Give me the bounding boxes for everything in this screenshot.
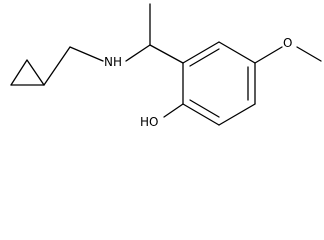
atom-label-methoxy-o: O <box>283 36 292 50</box>
atom-label-nh: NH <box>104 55 122 69</box>
bond-o-to-methyl <box>296 46 322 62</box>
bond-cyclopropyl-left <box>10 59 28 86</box>
bond-ch2-to-nh <box>69 46 104 62</box>
atom-label-hydroxyl: HO <box>140 115 158 129</box>
benzene-ring <box>182 41 256 126</box>
bond-ring-c2-c3 <box>218 41 256 64</box>
bond-ring-to-ch2 <box>43 46 71 86</box>
bond-ring-c5-c6 <box>182 103 220 126</box>
bond-ring-to-o <box>254 46 283 64</box>
bond-ring-double-1 <box>189 48 220 67</box>
bond-nh-to-ch <box>125 44 151 62</box>
bond-ring-c4-c5 <box>218 103 256 126</box>
structure-canvas: NH O HO <box>10 3 322 129</box>
bond-ring-c1-c2 <box>182 41 220 64</box>
bond-ring-double-3 <box>189 99 220 118</box>
bond-ch-to-ring <box>149 44 184 64</box>
bond-ring-to-oh <box>163 103 184 118</box>
chemical-structure: NH O HO <box>10 3 322 129</box>
cyclopropyl-ring <box>10 59 45 86</box>
bond-cyclopropyl-right <box>26 59 45 86</box>
